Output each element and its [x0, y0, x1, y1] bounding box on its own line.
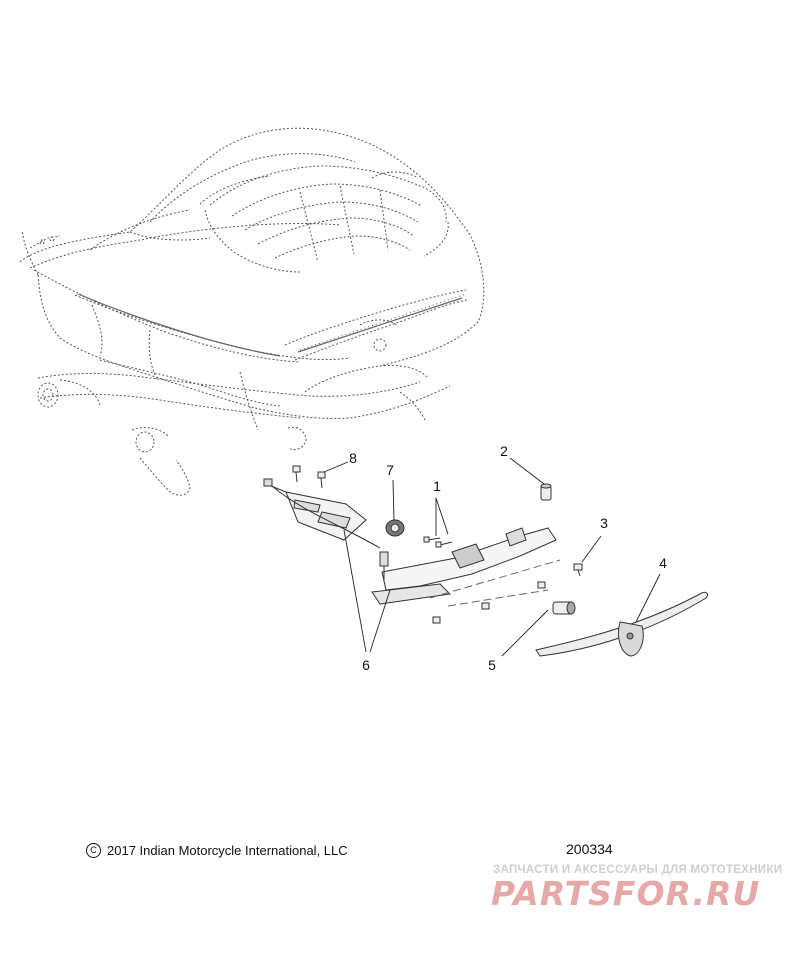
leader-lines: [323, 457, 661, 657]
copyright-icon: C: [86, 843, 101, 858]
callout-3: 3: [600, 515, 608, 531]
part-2-bumper: [540, 483, 552, 501]
trunk-illustration: [19, 127, 485, 496]
trunk-accents: [77, 293, 463, 357]
callout-1: 1: [433, 478, 441, 494]
part-6-latch-mechanism: [371, 527, 557, 605]
part-3-screw: [573, 563, 583, 577]
watermark-caption: ЗАПЧАСТИ И АКСЕССУАРЫ ДЛЯ МОТОТЕХНИКИ: [493, 864, 783, 876]
callout-4: 4: [659, 555, 667, 571]
copyright-text: 2017 Indian Motorcycle International, LL…: [107, 843, 348, 858]
callout-8: 8: [349, 450, 357, 466]
callout-7: 7: [386, 462, 394, 478]
part-5-lock-cylinder: [552, 601, 576, 615]
callout-6: 6: [362, 657, 370, 673]
callout-5: 5: [488, 657, 496, 673]
part-8-screws: [292, 465, 326, 489]
part-7-grommet: [385, 519, 405, 537]
watermark-logo: PARTSFOR.RU: [491, 874, 761, 913]
figure-id: 200334: [566, 841, 613, 857]
copyright-notice: C 2017 Indian Motorcycle International, …: [86, 843, 348, 858]
part-1-screws: [423, 536, 453, 548]
latch-cable: [271, 485, 381, 549]
alignment-lines: [429, 559, 561, 607]
callout-2: 2: [500, 443, 508, 459]
loose-screws: [432, 581, 546, 624]
part-6-latch-plate: [263, 478, 367, 541]
part-4-trim-handle: [535, 591, 709, 657]
